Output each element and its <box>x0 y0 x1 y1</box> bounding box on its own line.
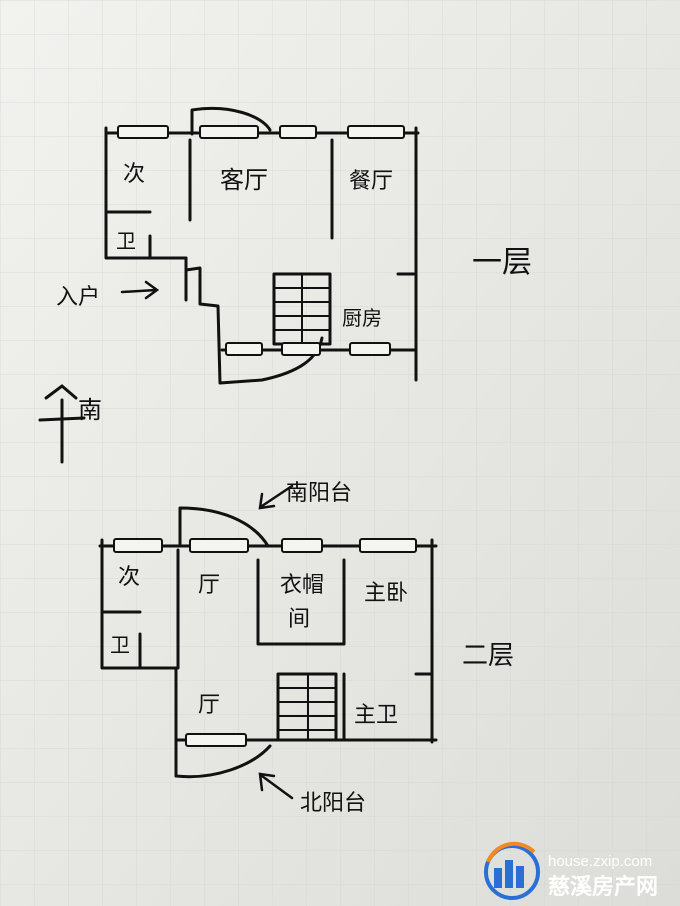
south-balcony-pointer-arrow <box>258 484 294 510</box>
floor1-level-label: 一层 <box>472 245 532 280</box>
site-logo-icon <box>484 841 540 900</box>
floor2-room-master-bathroom: 主卫 <box>354 703 398 728</box>
floor2-labels: 南阳台 次 厅 衣帽 间 主卧 卫 厅 主卫 二层 北阳台 <box>110 481 514 816</box>
north-south-compass-icon <box>38 384 86 464</box>
floor2-north-door-arc <box>174 744 272 779</box>
floor1-windows <box>117 125 405 356</box>
floor2-level-label: 二层 <box>462 641 514 671</box>
watermark-site-name: 慈溪房产网 <box>548 874 658 900</box>
floor2-room-hall-lower: 厅 <box>198 693 220 718</box>
floor1-room-living: 客厅 <box>220 166 268 194</box>
floor2-south-balcony-label: 南阳台 <box>286 481 352 506</box>
floor2-balcony-door-arc <box>178 506 270 548</box>
floor2-room-master-bedroom: 主卧 <box>364 581 408 606</box>
floor1-entrance-label: 入户 <box>56 285 100 310</box>
floor2-windows <box>113 538 417 747</box>
floor2-room-hall-upper: 厅 <box>198 573 220 598</box>
north-balcony-pointer-arrow <box>258 772 294 800</box>
floor1-room-kitchen: 厨房 <box>342 306 382 330</box>
floor2-room-bathroom: 卫 <box>110 633 130 657</box>
floor2-north-balcony-label: 北阳台 <box>300 791 366 816</box>
watermark-url: house.zxip.com <box>548 853 652 870</box>
floor1-room-secondary-bedroom: 次 <box>123 162 145 187</box>
floor2-room-cloakroom-line2: 间 <box>288 607 310 632</box>
entrance-arrow-icon <box>120 280 160 300</box>
floor1-door-arc <box>190 106 272 136</box>
floor1-labels: 次 客厅 餐厅 卫 厨房 入户 一层 南 <box>56 162 532 424</box>
floor2-room-cloakroom-line1: 衣帽 <box>280 573 324 598</box>
floor2-room-secondary-bedroom: 次 <box>118 565 140 590</box>
compass-label: 南 <box>78 396 102 424</box>
watermark: house.zxip.com 慈溪房产网 <box>484 841 658 900</box>
floor1-room-bathroom: 卫 <box>116 229 136 253</box>
floor2-cloakroom <box>256 558 346 646</box>
floor1-room-dining: 餐厅 <box>349 169 393 194</box>
